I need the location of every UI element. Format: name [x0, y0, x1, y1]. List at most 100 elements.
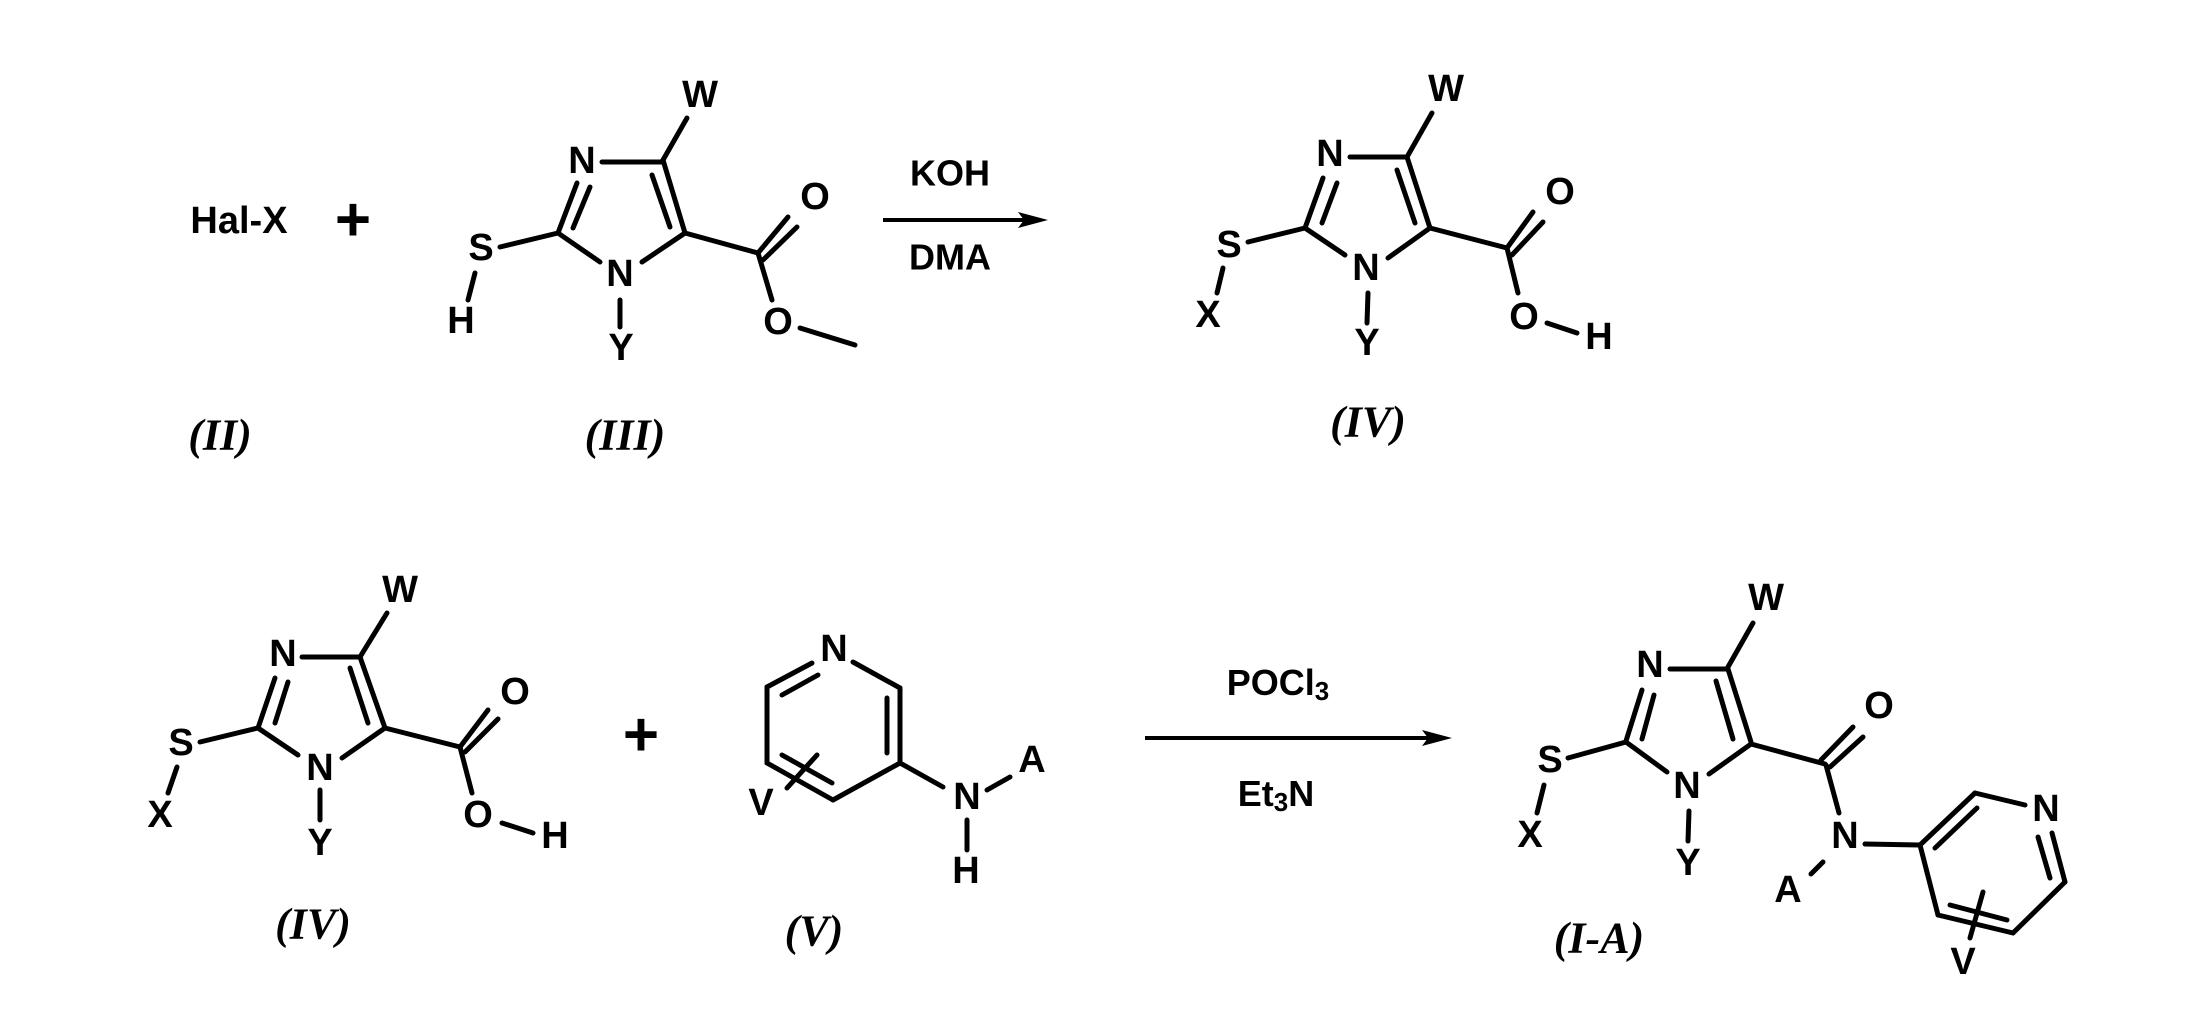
bond-line	[984, 774, 1013, 793]
bond-line	[897, 760, 946, 790]
bond-line	[339, 725, 388, 761]
compound-number-label: (I-A)	[1554, 914, 1644, 963]
bond-line	[1917, 790, 1978, 848]
bond-line	[255, 725, 301, 758]
bond-line	[272, 679, 291, 726]
bond-line	[784, 752, 820, 791]
bond-line	[1623, 687, 1645, 744]
bond-line	[499, 820, 536, 836]
bond-line	[465, 270, 478, 303]
bond-line	[1967, 889, 1986, 941]
bond-line	[649, 172, 673, 230]
atom-label: Y	[608, 327, 633, 369]
atom-label: H	[1585, 316, 1612, 358]
atom-label: N	[1316, 133, 1343, 175]
atom-label: N	[820, 628, 847, 670]
reaction-arrow-step-2	[1145, 730, 1452, 746]
compound-number-label: (IV)	[275, 900, 351, 949]
bond-line	[1725, 620, 1756, 670]
bond-line	[1534, 782, 1547, 816]
bond-line	[1818, 724, 1856, 763]
bond-line	[197, 725, 261, 745]
compound-number-label: (V)	[785, 907, 844, 956]
atom-label: N	[1831, 815, 1858, 857]
reagent-tail: N	[1288, 773, 1314, 814]
atom-label: Y	[307, 822, 332, 864]
atom-label: O	[463, 794, 493, 836]
reaction-step-1: + KOH DMA	[335, 153, 1048, 278]
atom-label: W	[682, 74, 718, 116]
atom-label: N	[306, 747, 333, 789]
bond-line	[1394, 167, 1418, 226]
atom-label: S	[168, 722, 193, 764]
compound-number-label: (II)	[188, 411, 252, 460]
reagent-above-step-1: KOH	[910, 153, 990, 194]
bond-line	[1823, 762, 1842, 816]
bond-line	[457, 744, 475, 796]
bond-line	[457, 707, 491, 750]
bond-line	[1427, 225, 1510, 251]
bond-line	[797, 325, 858, 348]
bond-line	[779, 672, 821, 698]
reagent-below-step-2: Et3N	[1238, 773, 1314, 818]
atom-label: O	[1509, 296, 1539, 338]
reagent-main: Et	[1238, 773, 1274, 814]
atom-label: O	[763, 301, 793, 343]
bond-line	[1725, 666, 1754, 745]
bond-line	[755, 250, 775, 303]
atom-label: N	[1636, 644, 1663, 686]
bond-line	[357, 654, 388, 731]
atom-label: X	[1195, 294, 1221, 336]
atom-label: N	[269, 633, 296, 675]
bond-line	[760, 224, 800, 263]
atom-label: N	[568, 140, 595, 182]
atom-label: O	[1864, 685, 1894, 727]
atom-label: W	[1428, 68, 1464, 110]
arrow-head-icon	[1018, 212, 1048, 228]
bond-line	[660, 157, 688, 236]
bond-line	[2049, 830, 2068, 885]
compound-number-label: (IV)	[1330, 398, 1406, 447]
bond-line	[1706, 741, 1754, 777]
bond-line	[165, 764, 180, 796]
bond-line	[682, 230, 761, 256]
atom-label: N	[606, 253, 633, 295]
bond-line	[1972, 790, 2028, 808]
reaction-arrow-step-1	[883, 212, 1048, 228]
compound-II-hal-x: Hal-X (II)	[188, 200, 288, 460]
bond-line	[1319, 180, 1340, 226]
atom-label: V	[748, 782, 774, 824]
atom-label: H	[447, 300, 474, 342]
atom-label: N	[953, 776, 980, 818]
bond-line	[1565, 739, 1629, 761]
bond-line	[755, 214, 791, 256]
atom-label: H	[541, 815, 568, 857]
atom-label: Hal-X	[190, 200, 288, 242]
reaction-step-2: + POCl3 Et3N	[623, 662, 1452, 818]
bond-line	[2010, 879, 2068, 936]
bond-line	[1932, 805, 1980, 851]
bond-line	[462, 716, 501, 755]
atom-label: O	[800, 176, 830, 218]
atom-label: N	[1352, 247, 1379, 289]
bond-line	[1917, 842, 1941, 918]
bond-line	[1713, 678, 1736, 742]
atom-label: O	[1545, 171, 1575, 213]
bond-line	[357, 610, 390, 660]
bond-line	[570, 184, 593, 231]
bond-line	[555, 180, 580, 236]
arrow-head-icon	[1422, 730, 1452, 746]
atom-label: N	[1673, 765, 1700, 807]
atom-label: O	[500, 671, 530, 713]
bond-line	[830, 760, 903, 803]
atom-label: A	[1018, 739, 1045, 781]
reagent-main: POCl	[1227, 662, 1315, 703]
reagent-subscript: 3	[1315, 676, 1329, 706]
bond-line	[1364, 290, 1371, 326]
atom-label: V	[1950, 941, 1976, 983]
bond-line	[1404, 110, 1435, 160]
atom-label: Y	[1354, 322, 1379, 364]
bond-line	[1504, 245, 1521, 296]
